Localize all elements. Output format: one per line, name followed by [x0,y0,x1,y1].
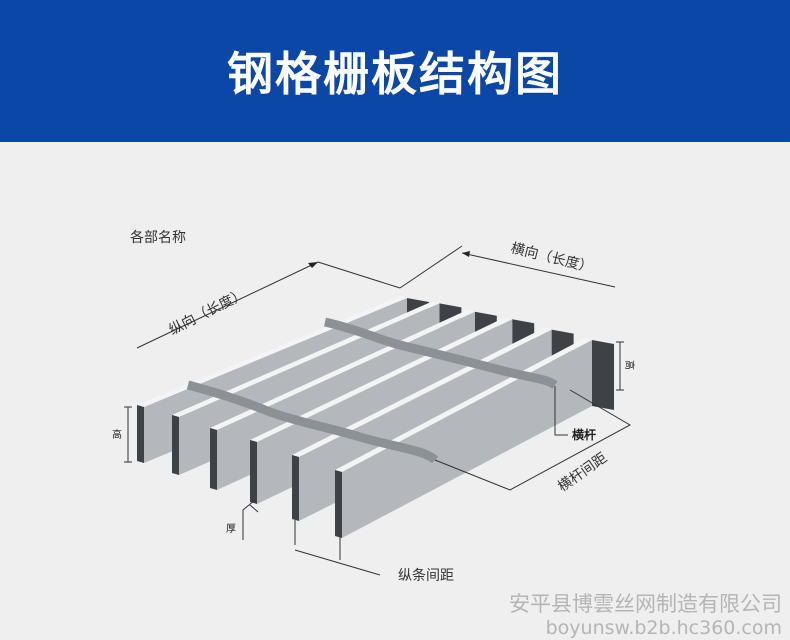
bearing-pitch-label: 纵条间距 [398,567,454,584]
thickness-leader [242,499,259,540]
height-left-label: 高 [112,428,122,441]
company-website: boyunsw.b2b.hc360.com [545,617,782,639]
arrow-head-icon [462,251,470,257]
dimension-lines [124,245,632,576]
bar-front-end [210,428,217,490]
bar-top-face [335,338,592,472]
cross-bar-label: 横杆 [572,427,596,442]
arrow-head-icon [308,262,318,268]
bar-front-end [137,405,144,463]
bar-front-end [335,470,342,538]
header-banner: 钢格栅板结构图 [0,0,790,142]
cross-bar-leader [554,386,568,436]
height-right-line [616,341,624,391]
twisted-cross-bar [323,317,558,389]
bar-front-end [250,440,257,504]
cross-bars [186,317,558,464]
bar-top-face [172,301,440,417]
bar-back-end [592,340,614,410]
company-watermark: 安平县博雲丝网制造有限公司 boyunsw.b2b.hc360.com [509,592,782,640]
longitudinal-arrow-line [136,261,319,349]
transverse-label: 横向（长度） [509,240,594,276]
bar-top-face [292,327,552,457]
cross-bar-pitch-label: 横杆间距 [555,450,610,495]
bearing-pitch-line [294,520,381,576]
twisted-cross-bar [186,380,439,464]
company-name: 安平县博雲丝网制造有限公司 [509,592,782,616]
bar-front-end [292,455,299,521]
transverse-arrow-line [461,252,616,288]
height-left-line [124,406,132,463]
section-title: 各部名称 [130,230,186,246]
bar-top-face [210,309,475,430]
thickness-label: 厚 [226,523,236,535]
bar-top-face [250,317,513,442]
bearing-bars [137,296,614,538]
bar-front-end [172,415,179,475]
page-title: 钢格栅板结构图 [227,47,563,101]
bar-side-face [342,340,592,538]
cross-bar-pitch-line [434,389,632,491]
height-right-label: 高 [623,360,636,370]
longitudinal-label: 纵向（长度） [167,286,249,338]
